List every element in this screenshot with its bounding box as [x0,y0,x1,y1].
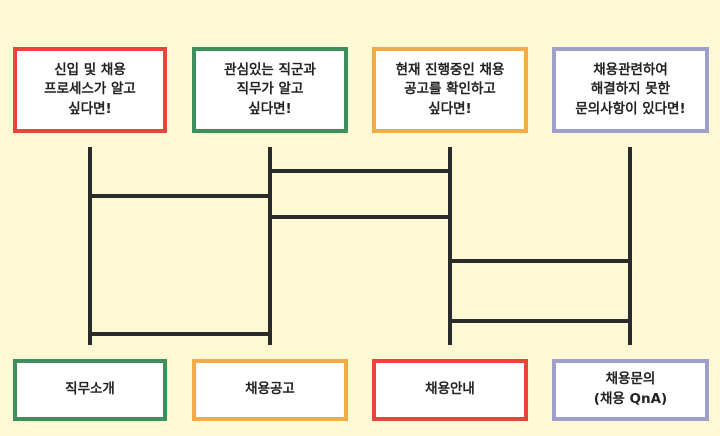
answer-box-job-postings[interactable]: 채용공고 [192,359,348,421]
question-box-recruit-process: 신입 및 채용 프로세스가 알고 싶다면! [13,47,167,133]
answer-box-recruit-inquiry[interactable]: 채용문의 (채용 QnA) [552,359,709,421]
question-box-unresolved-inquiry: 채용관련하여 해결하지 못한 문의사항이 있다면! [552,47,709,133]
question-box-current-postings: 현재 진행중인 채용 공고를 확인하고 싶다면! [372,47,528,133]
answer-box-recruit-guide[interactable]: 채용안내 [372,359,528,421]
question-box-job-interest: 관심있는 직군과 직무가 알고 싶다면! [192,47,348,133]
answer-box-job-introduction[interactable]: 직무소개 [13,359,167,421]
